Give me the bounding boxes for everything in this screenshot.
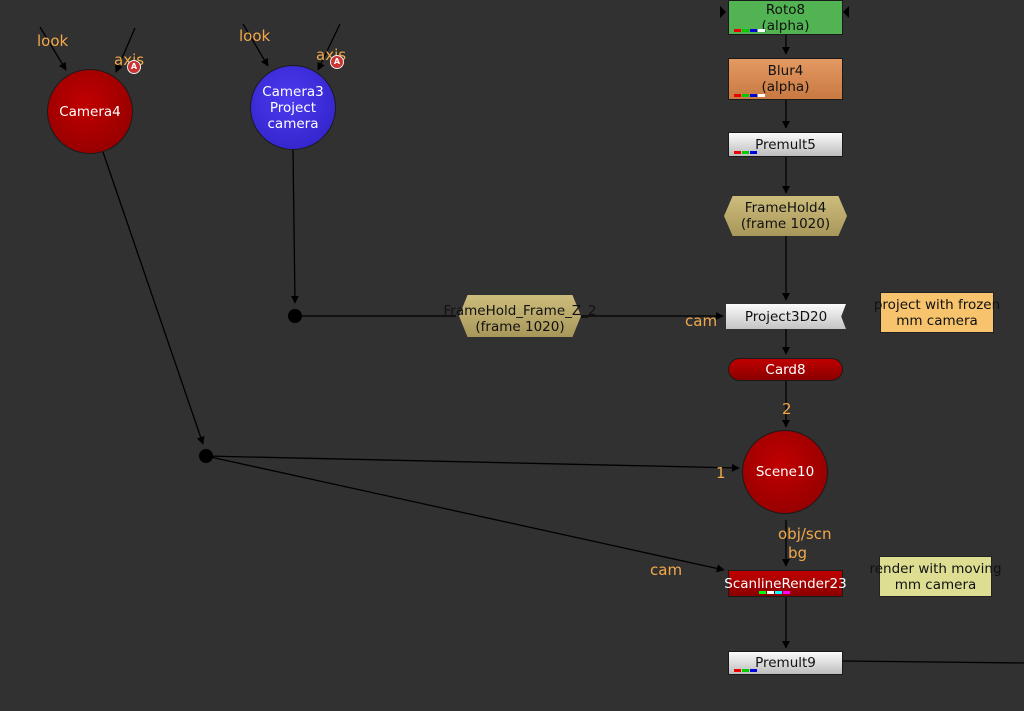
scene10-input-1-label: 1 [716, 464, 726, 482]
camera3-look-label: look [239, 27, 271, 45]
camera3-sub: Project camera [267, 99, 319, 132]
camera4-look-label: look [37, 32, 69, 50]
roto8-name: Roto8 [765, 1, 806, 18]
scanline23-node[interactable]: ScanlineRender23 [724, 570, 847, 597]
roto8-channel-indicator [734, 29, 765, 32]
camera4-node[interactable]: Camera4 [47, 69, 133, 154]
premult5-channel-indicator [734, 151, 757, 154]
sticky-note-project-line2: mm camera [896, 312, 978, 329]
framehold4-name: FrameHold4 [744, 200, 827, 216]
scene10-input-2-label: 2 [782, 400, 792, 418]
framehold-z2-label: FrameHold_Frame_Z_2 (frame 1020) [430, 302, 610, 336]
blur4-name: Blur4 [767, 63, 804, 79]
camera3-axis-badge-icon: A [330, 55, 344, 69]
framehold-z2-sub: (frame 1020) [475, 319, 565, 335]
sticky-note-render[interactable]: render with moving mm camera [869, 556, 1002, 597]
roto8-sub: (alpha) [761, 17, 810, 34]
scanline23-cam-label: cam [650, 561, 683, 579]
dot-node-camera4[interactable] [199, 449, 213, 463]
roto8-node[interactable]: Roto8 (alpha) [728, 0, 843, 35]
framehold4-sub: (frame 1020) [740, 216, 831, 232]
blur4-node[interactable]: Blur4 (alpha) [728, 58, 843, 100]
blur4-sub: (alpha) [761, 79, 810, 95]
scanline23-channel-indicator [759, 591, 790, 594]
scanline23-bg-label: bg [788, 544, 808, 562]
roto8-right-pipe-icon [843, 6, 849, 18]
premult5-name: Premult5 [755, 136, 816, 153]
premult9-name: Premult9 [755, 655, 816, 671]
dot-node-camera3[interactable] [288, 309, 302, 323]
framehold-z2-node[interactable] [459, 295, 581, 337]
scanline23-name: ScanlineRender23 [724, 575, 847, 592]
framehold-z2-name: FrameHold_Frame_Z_2 [443, 303, 597, 319]
blur4-channel-indicator [734, 94, 765, 97]
sticky-note-project[interactable]: project with frozen mm camera [874, 292, 1000, 333]
roto8-left-pipe-icon [720, 6, 726, 18]
camera3-name: Camera3 [262, 83, 324, 100]
card8-name: Card8 [765, 361, 806, 378]
project3d20-cam-label: cam [685, 312, 718, 330]
premult9-channel-indicator [734, 669, 757, 672]
scanline23-objscn-label: obj/scn [778, 525, 832, 543]
scene10-name: Scene10 [755, 464, 815, 480]
sticky-note-render-line2: mm camera [894, 576, 977, 593]
premult5-node[interactable]: Premult5 [728, 132, 843, 157]
framehold4-node[interactable]: FrameHold4 (frame 1020) [724, 196, 847, 236]
camera4-axis-badge-icon: A [127, 60, 141, 74]
sticky-note-render-line1: render with moving [869, 560, 1002, 577]
premult9-node[interactable]: Premult9 [728, 651, 843, 675]
scene10-node[interactable]: Scene10 [742, 430, 828, 514]
project3d20-name: Project3D20 [744, 308, 828, 325]
camera3-node[interactable]: Camera3 Project camera [250, 65, 336, 150]
project3d20-node[interactable]: Project3D20 [726, 304, 846, 329]
card8-node[interactable]: Card8 [728, 358, 843, 381]
camera4-name: Camera4 [59, 103, 121, 120]
sticky-note-project-line1: project with frozen [873, 296, 1001, 313]
